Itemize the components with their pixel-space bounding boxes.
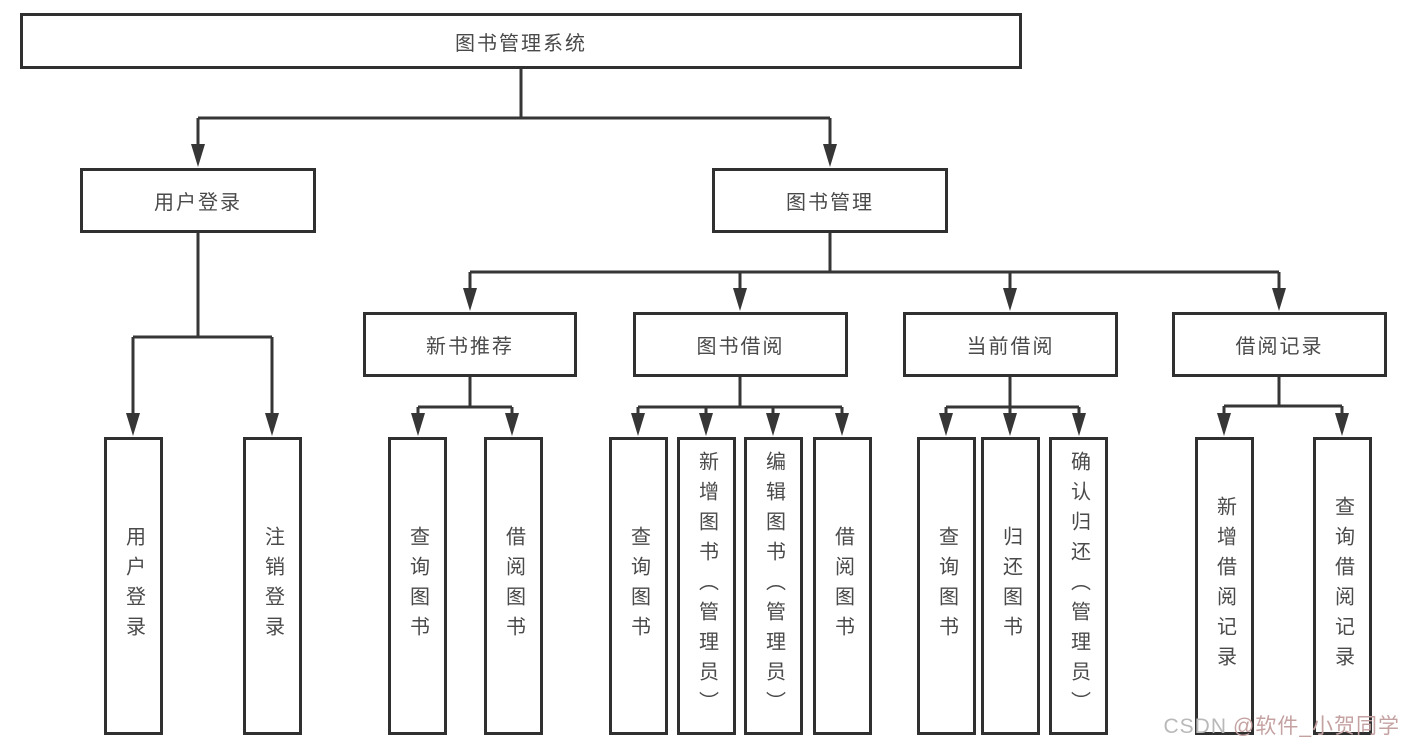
leaf-borrow-books: 借阅图书 bbox=[484, 437, 543, 735]
connector-book-management-children bbox=[468, 233, 1281, 290]
connector-current-borrowing-children bbox=[944, 377, 1081, 414]
leaf-logout: 注销登录 bbox=[243, 437, 302, 735]
node-book-borrowing: 图书借阅 bbox=[633, 312, 848, 377]
leaf-edit-book-admin: 编辑图书（管理员） bbox=[744, 437, 803, 735]
leaf-add-borrow-record: 新增借阅记录 bbox=[1195, 437, 1254, 735]
leaf-query-borrow-record: 查询借阅记录 bbox=[1313, 437, 1372, 735]
leaf-add-book-admin: 新增图书（管理员） bbox=[677, 437, 736, 735]
connector-borrow-records-children bbox=[1222, 377, 1344, 414]
node-book-management: 图书管理 bbox=[712, 168, 948, 233]
node-library-management-system: 图书管理系统 bbox=[20, 13, 1022, 69]
leaf-user-login: 用户登录 bbox=[104, 437, 163, 735]
leaf-query-books: 查询图书 bbox=[609, 437, 668, 735]
node-current-borrowing: 当前借阅 bbox=[903, 312, 1118, 377]
node-label: 图书借阅 bbox=[696, 336, 785, 358]
connector-book-borrowing-children bbox=[636, 377, 844, 414]
leaf-query-books: 查询图书 bbox=[388, 437, 447, 735]
connector-root-to-level2 bbox=[196, 69, 832, 148]
connector-user-login-children bbox=[131, 233, 274, 414]
watermark-handle: @软件_小贺同学 bbox=[1233, 715, 1400, 738]
leaf-borrow-books: 借阅图书 bbox=[813, 437, 872, 735]
csdn-watermark: CSDN @软件_小贺同学 bbox=[1163, 710, 1400, 740]
leaf-query-books: 查询图书 bbox=[917, 437, 976, 735]
leaf-confirm-return-admin: 确认归还（管理员） bbox=[1049, 437, 1108, 735]
node-label: 用户登录 bbox=[154, 192, 242, 214]
node-label: 当前借阅 bbox=[966, 336, 1055, 358]
node-label: 借阅记录 bbox=[1235, 336, 1324, 358]
watermark-prefix: CSDN bbox=[1163, 715, 1227, 738]
connector-new-book-children bbox=[416, 377, 514, 414]
node-new-book-recommendation: 新书推荐 bbox=[363, 312, 577, 377]
node-borrowing-records: 借阅记录 bbox=[1172, 312, 1387, 377]
node-label: 新书推荐 bbox=[426, 336, 514, 358]
leaf-return-book: 归还图书 bbox=[981, 437, 1040, 735]
node-user-login: 用户登录 bbox=[80, 168, 316, 233]
node-label: 图书管理系统 bbox=[455, 32, 587, 55]
node-label: 图书管理 bbox=[786, 192, 874, 214]
